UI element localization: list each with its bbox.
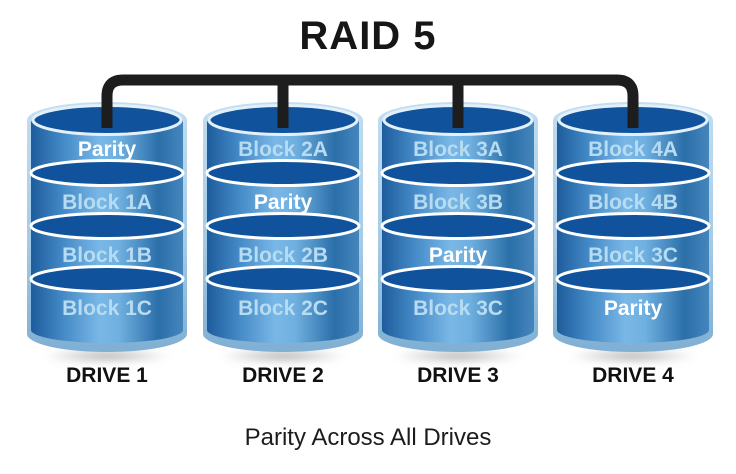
cylinder-top xyxy=(382,104,534,136)
drive-cylinder: Block 3A Block 3B Parity Block 3C xyxy=(378,102,538,352)
divider-ring xyxy=(29,212,185,240)
divider-ring xyxy=(555,212,711,240)
cylinder-top xyxy=(31,104,183,136)
block-label: Block 1A xyxy=(62,191,152,214)
drive-2: Block 2A Parity Block 2B Block 2C DRIVE … xyxy=(193,98,373,388)
segment-band xyxy=(31,279,183,343)
parity-label: Parity xyxy=(429,244,488,267)
diagram-title: RAID 5 xyxy=(299,14,437,58)
drive-shadow xyxy=(368,346,548,366)
divider-ring xyxy=(380,212,536,240)
block-label: Block 3A xyxy=(413,138,503,161)
divider-ring xyxy=(205,159,361,187)
divider-ring xyxy=(380,265,536,293)
drive-shadow xyxy=(543,346,723,366)
block-label: Block 2C xyxy=(238,297,328,320)
segment-band xyxy=(557,279,709,343)
drive-shadow xyxy=(17,346,197,366)
cylinder-top xyxy=(557,104,709,136)
drive-1: Parity Block 1A Block 1B Block 1C DRIVE … xyxy=(17,98,197,388)
block-label: Block 3C xyxy=(588,244,678,267)
drive-cylinder: Block 2A Parity Block 2B Block 2C xyxy=(203,102,363,352)
divider-ring xyxy=(29,159,185,187)
drive-3: Block 3A Block 3B Parity Block 3C DRIVE … xyxy=(368,98,548,388)
drive-name: DRIVE 1 xyxy=(66,364,148,387)
divider-ring xyxy=(555,159,711,187)
block-label: Block 3B xyxy=(413,191,503,214)
divider-ring xyxy=(205,265,361,293)
block-label: Block 4A xyxy=(588,138,678,161)
divider-ring xyxy=(205,212,361,240)
drive-cylinder: Parity Block 1A Block 1B Block 1C xyxy=(27,102,187,352)
block-label: Block 1C xyxy=(62,297,152,320)
drive-4: Block 4A Block 4B Block 3C Parity DRIVE … xyxy=(543,98,723,388)
segment-band xyxy=(207,279,359,343)
block-label: Block 3C xyxy=(413,297,503,320)
drive-name: DRIVE 3 xyxy=(417,364,499,387)
caption: Parity Across All Drives xyxy=(244,424,492,451)
segment-band xyxy=(382,279,534,343)
block-label: Block 1B xyxy=(62,244,152,267)
block-label: Block 4B xyxy=(588,191,678,214)
parity-label: Parity xyxy=(78,138,137,161)
drive-cylinder: Block 4A Block 4B Block 3C Parity xyxy=(553,102,713,352)
divider-ring xyxy=(29,265,185,293)
cylinder-top xyxy=(207,104,359,136)
parity-label: Parity xyxy=(254,191,313,214)
drive-name: DRIVE 4 xyxy=(592,364,674,387)
drive-shadow xyxy=(193,346,373,366)
parity-label: Parity xyxy=(604,297,663,320)
block-label: Block 2B xyxy=(238,244,328,267)
divider-ring xyxy=(555,265,711,293)
divider-ring xyxy=(380,159,536,187)
block-label: Block 2A xyxy=(238,138,328,161)
drive-name: DRIVE 2 xyxy=(242,364,324,387)
